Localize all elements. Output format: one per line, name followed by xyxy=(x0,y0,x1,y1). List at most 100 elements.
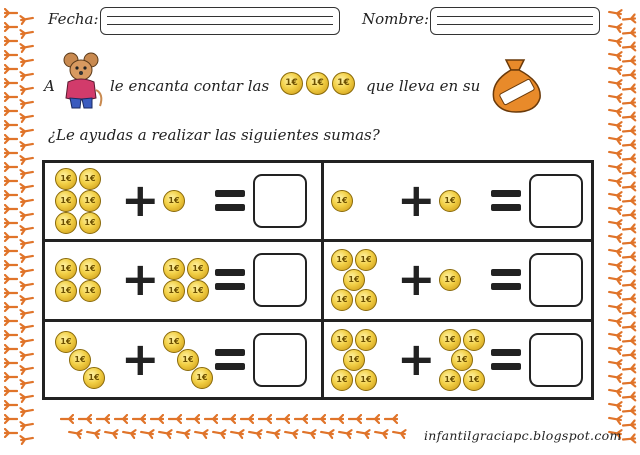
border-mark-icon xyxy=(121,429,137,440)
border-mark-icon xyxy=(621,69,637,80)
border-mark-icon xyxy=(4,246,18,256)
border-mark-icon xyxy=(4,428,18,438)
border-mark-icon xyxy=(132,414,146,424)
border-mark-icon xyxy=(607,149,623,160)
border-mark-icon xyxy=(621,321,637,332)
border-mark-icon xyxy=(607,247,623,258)
border-mark-icon xyxy=(19,267,35,278)
border-mark-icon xyxy=(607,275,623,286)
border-mark-icon xyxy=(4,344,18,354)
euro-coin-icon: 1€ xyxy=(280,72,303,95)
euro-coin-icon: 1€ xyxy=(55,168,77,190)
border-mark-icon xyxy=(621,111,637,122)
border-mark-icon xyxy=(60,414,74,424)
border-mark-icon xyxy=(607,415,623,426)
intro-text-2: que lleva en su xyxy=(366,77,481,95)
border-mark-icon xyxy=(294,414,308,424)
euro-coin-icon: 1€ xyxy=(163,258,185,280)
grid-divider-horizontal-2 xyxy=(45,319,591,322)
border-mark-icon xyxy=(19,141,35,152)
border-mark-icon xyxy=(4,120,18,130)
border-mark-icon xyxy=(19,351,35,362)
border-mark-icon xyxy=(607,51,623,62)
euro-coin-icon: 1€ xyxy=(163,331,185,353)
euro-coin-icon: 1€ xyxy=(331,249,353,271)
answer-box[interactable] xyxy=(529,333,583,387)
plus-sign: + xyxy=(121,173,160,227)
border-mark-icon xyxy=(19,393,35,404)
border-mark-icon xyxy=(139,429,155,440)
border-mark-icon xyxy=(607,107,623,118)
euro-coin-icon: 1€ xyxy=(79,168,101,190)
addition-exercise: 1€+1€ xyxy=(321,163,594,241)
euro-coin-icon: 1€ xyxy=(79,280,101,302)
border-mark-icon xyxy=(4,386,18,396)
date-field[interactable] xyxy=(100,7,340,35)
border-mark-icon xyxy=(621,55,637,66)
grid-divider-horizontal-1 xyxy=(45,239,591,242)
addition-exercise: 1€1€1€1€1€+1€1€1€1€1€ xyxy=(321,322,594,400)
border-mark-icon xyxy=(621,41,637,52)
border-mark-icon xyxy=(607,303,623,314)
border-mark-icon xyxy=(391,429,407,440)
border-mark-icon xyxy=(621,83,637,94)
answer-box[interactable] xyxy=(529,253,583,307)
date-label: Fecha: xyxy=(48,10,99,28)
border-mark-icon xyxy=(621,377,637,388)
border-mark-icon xyxy=(4,260,18,270)
border-mark-icon xyxy=(168,414,182,424)
border-mark-icon xyxy=(19,99,35,110)
intro-text-1: le encanta contar las xyxy=(110,77,270,95)
border-mark-icon xyxy=(211,429,227,440)
border-mark-icon xyxy=(621,391,637,402)
answer-box[interactable] xyxy=(253,253,307,307)
border-mark-icon xyxy=(193,429,209,440)
border-mark-icon xyxy=(265,429,281,440)
border-mark-icon xyxy=(621,419,637,430)
border-mark-icon xyxy=(19,407,35,418)
euro-coin-icon: 1€ xyxy=(355,369,377,391)
answer-box[interactable] xyxy=(529,174,583,228)
border-mark-icon xyxy=(19,337,35,348)
answer-box[interactable] xyxy=(253,174,307,228)
border-mark-icon xyxy=(621,125,637,136)
euro-coin-icon: 1€ xyxy=(355,329,377,351)
euro-coin-icon: 1€ xyxy=(187,280,209,302)
border-mark-icon xyxy=(607,289,623,300)
border-mark-icon xyxy=(373,429,389,440)
border-mark-icon xyxy=(19,309,35,320)
border-mark-icon xyxy=(607,317,623,328)
border-mark-icon xyxy=(621,139,637,150)
footer-site-link[interactable]: infantilgraciapc.blogspot.com xyxy=(424,428,622,443)
border-mark-icon xyxy=(4,106,18,116)
border-mark-icon xyxy=(19,169,35,180)
border-mark-icon xyxy=(607,65,623,76)
euro-coin-icon: 1€ xyxy=(163,280,185,302)
euro-coin-icon: 1€ xyxy=(55,280,77,302)
border-mark-icon xyxy=(19,435,35,446)
border-mark-icon xyxy=(19,29,35,40)
border-mark-icon xyxy=(175,429,191,440)
border-mark-icon xyxy=(276,414,290,424)
addition-exercise: 1€1€1€+1€1€1€ xyxy=(45,322,318,400)
border-mark-icon xyxy=(4,218,18,228)
border-mark-icon xyxy=(247,429,263,440)
border-mark-icon xyxy=(19,57,35,68)
border-mark-icon xyxy=(4,8,18,18)
border-mark-icon xyxy=(607,177,623,188)
border-mark-icon xyxy=(19,155,35,166)
border-mark-icon xyxy=(4,274,18,284)
euro-coin-icon: 1€ xyxy=(451,349,473,371)
border-mark-icon xyxy=(114,414,128,424)
border-mark-icon xyxy=(607,37,623,48)
euro-coin-icon: 1€ xyxy=(463,329,485,351)
border-mark-icon xyxy=(4,176,18,186)
answer-box[interactable] xyxy=(253,333,307,387)
equals-sign xyxy=(491,269,521,291)
addition-exercise: 1€1€1€1€1€1€+1€ xyxy=(45,163,318,241)
border-mark-icon xyxy=(4,190,18,200)
border-mark-icon xyxy=(607,401,623,412)
border-mark-icon xyxy=(85,429,101,440)
euro-coin-icon: 1€ xyxy=(79,190,101,212)
name-field[interactable] xyxy=(430,7,600,35)
